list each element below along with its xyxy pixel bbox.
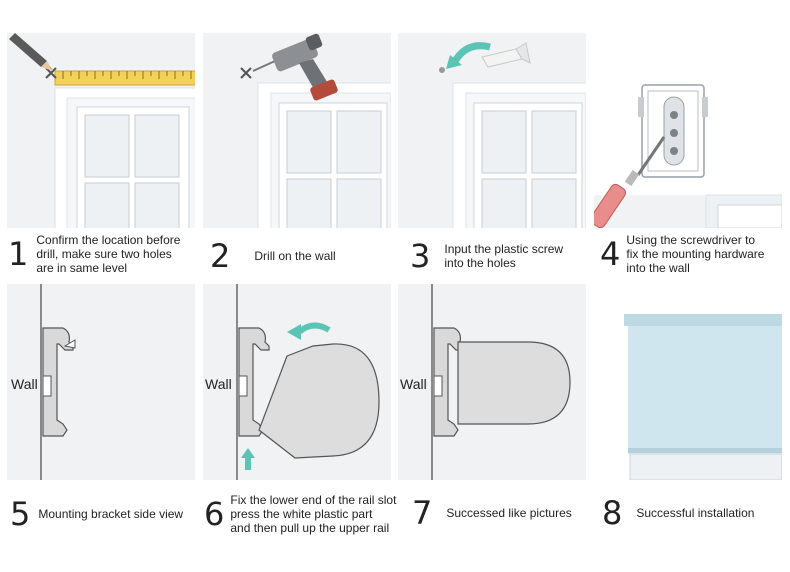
step-8-illustration: [594, 284, 782, 480]
headrail-cover-icon: [457, 341, 571, 425]
step-text: Successful installation: [636, 506, 755, 520]
step-7-caption: 7 Successed like pictures: [412, 497, 602, 529]
step-number: 8: [602, 494, 623, 532]
panel-step-4: [594, 33, 782, 228]
step-number: 1: [8, 235, 29, 273]
cross-mark-icon: [240, 67, 252, 79]
step-7-illustration: [431, 284, 571, 480]
drill-hole-icon: [439, 67, 445, 73]
step-number: 6: [204, 495, 225, 533]
bracket-profile-icon: [42, 327, 74, 437]
up-arrow-icon: [241, 448, 255, 470]
screwdriver-icon: [594, 136, 666, 228]
step-number: 5: [10, 495, 31, 533]
panel-step-3: [398, 33, 586, 228]
curved-arrow-icon: [287, 322, 331, 340]
step-number: 4: [600, 235, 621, 273]
step-1-illustration: [9, 33, 195, 228]
wall-label: Wall: [205, 376, 232, 392]
headrail-cover-icon: [258, 343, 380, 459]
pencil-icon: [9, 33, 53, 71]
panel-step-7: Wall: [398, 284, 586, 480]
step-text: Successed like pictures: [446, 506, 572, 520]
step-number: 2: [210, 237, 231, 275]
wall-label: Wall: [11, 376, 38, 392]
step-5-illustration: [40, 284, 76, 480]
mounting-bracket-icon: [638, 84, 708, 178]
step-8-caption: 8 Successful installation: [602, 497, 788, 529]
panel-step-5: Wall: [7, 284, 195, 480]
step-3-illustration: [439, 42, 586, 228]
step-2-caption: 2 Drill on the wall: [210, 240, 400, 272]
drill-icon: [252, 33, 338, 101]
step-2-illustration: [240, 33, 391, 228]
step-4-illustration: [594, 33, 782, 228]
step-5-caption: 5 Mounting bracket side view: [10, 498, 205, 530]
panel-step-2: [203, 33, 391, 228]
step-text: Mounting bracket side view: [38, 507, 184, 521]
roller-blind-icon: [624, 314, 782, 454]
curved-arrow-icon: [446, 42, 491, 69]
step-text: Drill on the wall: [254, 249, 336, 263]
tape-measure-icon: [54, 70, 195, 86]
panel-step-6: Wall: [203, 284, 391, 480]
wall-label: Wall: [400, 376, 427, 392]
panel-step-1: [7, 33, 195, 228]
step-number: 7: [412, 494, 433, 532]
step-number: 3: [410, 237, 431, 275]
panel-step-8: [594, 284, 782, 480]
cross-mark-icon: [45, 67, 57, 79]
step-6-illustration: [236, 284, 380, 480]
plastic-anchor-icon: [481, 42, 531, 68]
